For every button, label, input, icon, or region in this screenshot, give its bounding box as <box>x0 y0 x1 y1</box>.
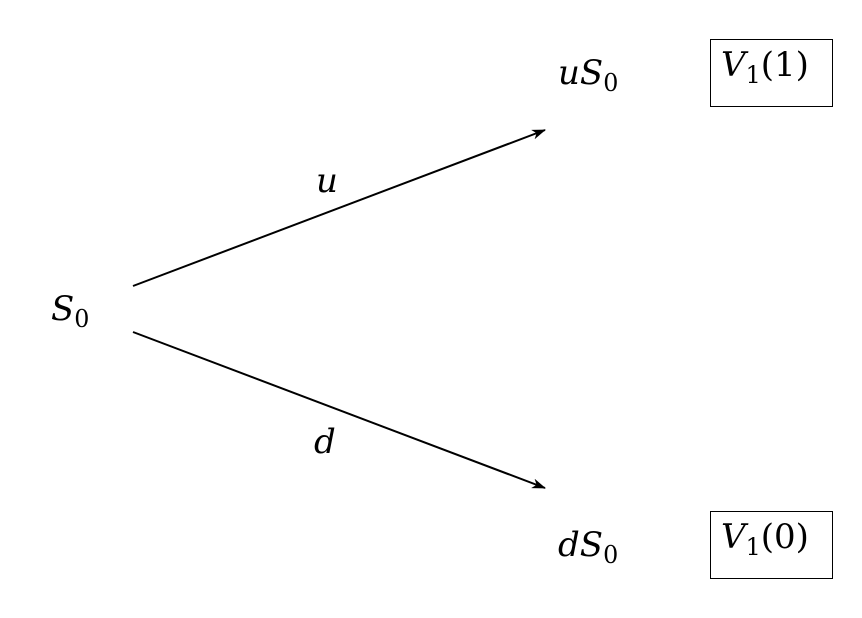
root-node-subscript: 0 <box>74 305 90 334</box>
down-value-box: V1(0) <box>710 511 833 579</box>
down-node-prefix: d <box>558 525 580 565</box>
up-value-arg: (1) <box>760 45 809 85</box>
down-edge-label-text: d <box>314 422 336 462</box>
down-node-subscript: 0 <box>603 541 619 570</box>
up-value-symbol: V <box>721 45 746 85</box>
up-edge-arrow <box>132 129 546 287</box>
down-node-symbol: S <box>579 525 604 565</box>
up-edge-label-text: u <box>316 161 338 201</box>
down-edge-arrow <box>132 331 546 489</box>
up-node-symbol: S <box>579 53 604 93</box>
up-node-subscript: 0 <box>603 69 619 98</box>
up-value-subscript: 1 <box>745 61 761 90</box>
up-edge-label: u <box>316 164 338 198</box>
root-node-symbol: S <box>51 289 75 329</box>
down-value-arg: (0) <box>760 517 809 557</box>
down-value-subscript: 1 <box>745 533 761 562</box>
up-node-label: uS0 <box>558 53 618 95</box>
down-value-symbol: V <box>721 517 746 557</box>
up-value-box: V1(1) <box>710 39 833 107</box>
root-node-label: S0 <box>51 289 89 331</box>
down-edge-label: d <box>314 425 336 459</box>
down-node-label: dS0 <box>558 525 618 567</box>
up-node-prefix: u <box>558 53 580 93</box>
